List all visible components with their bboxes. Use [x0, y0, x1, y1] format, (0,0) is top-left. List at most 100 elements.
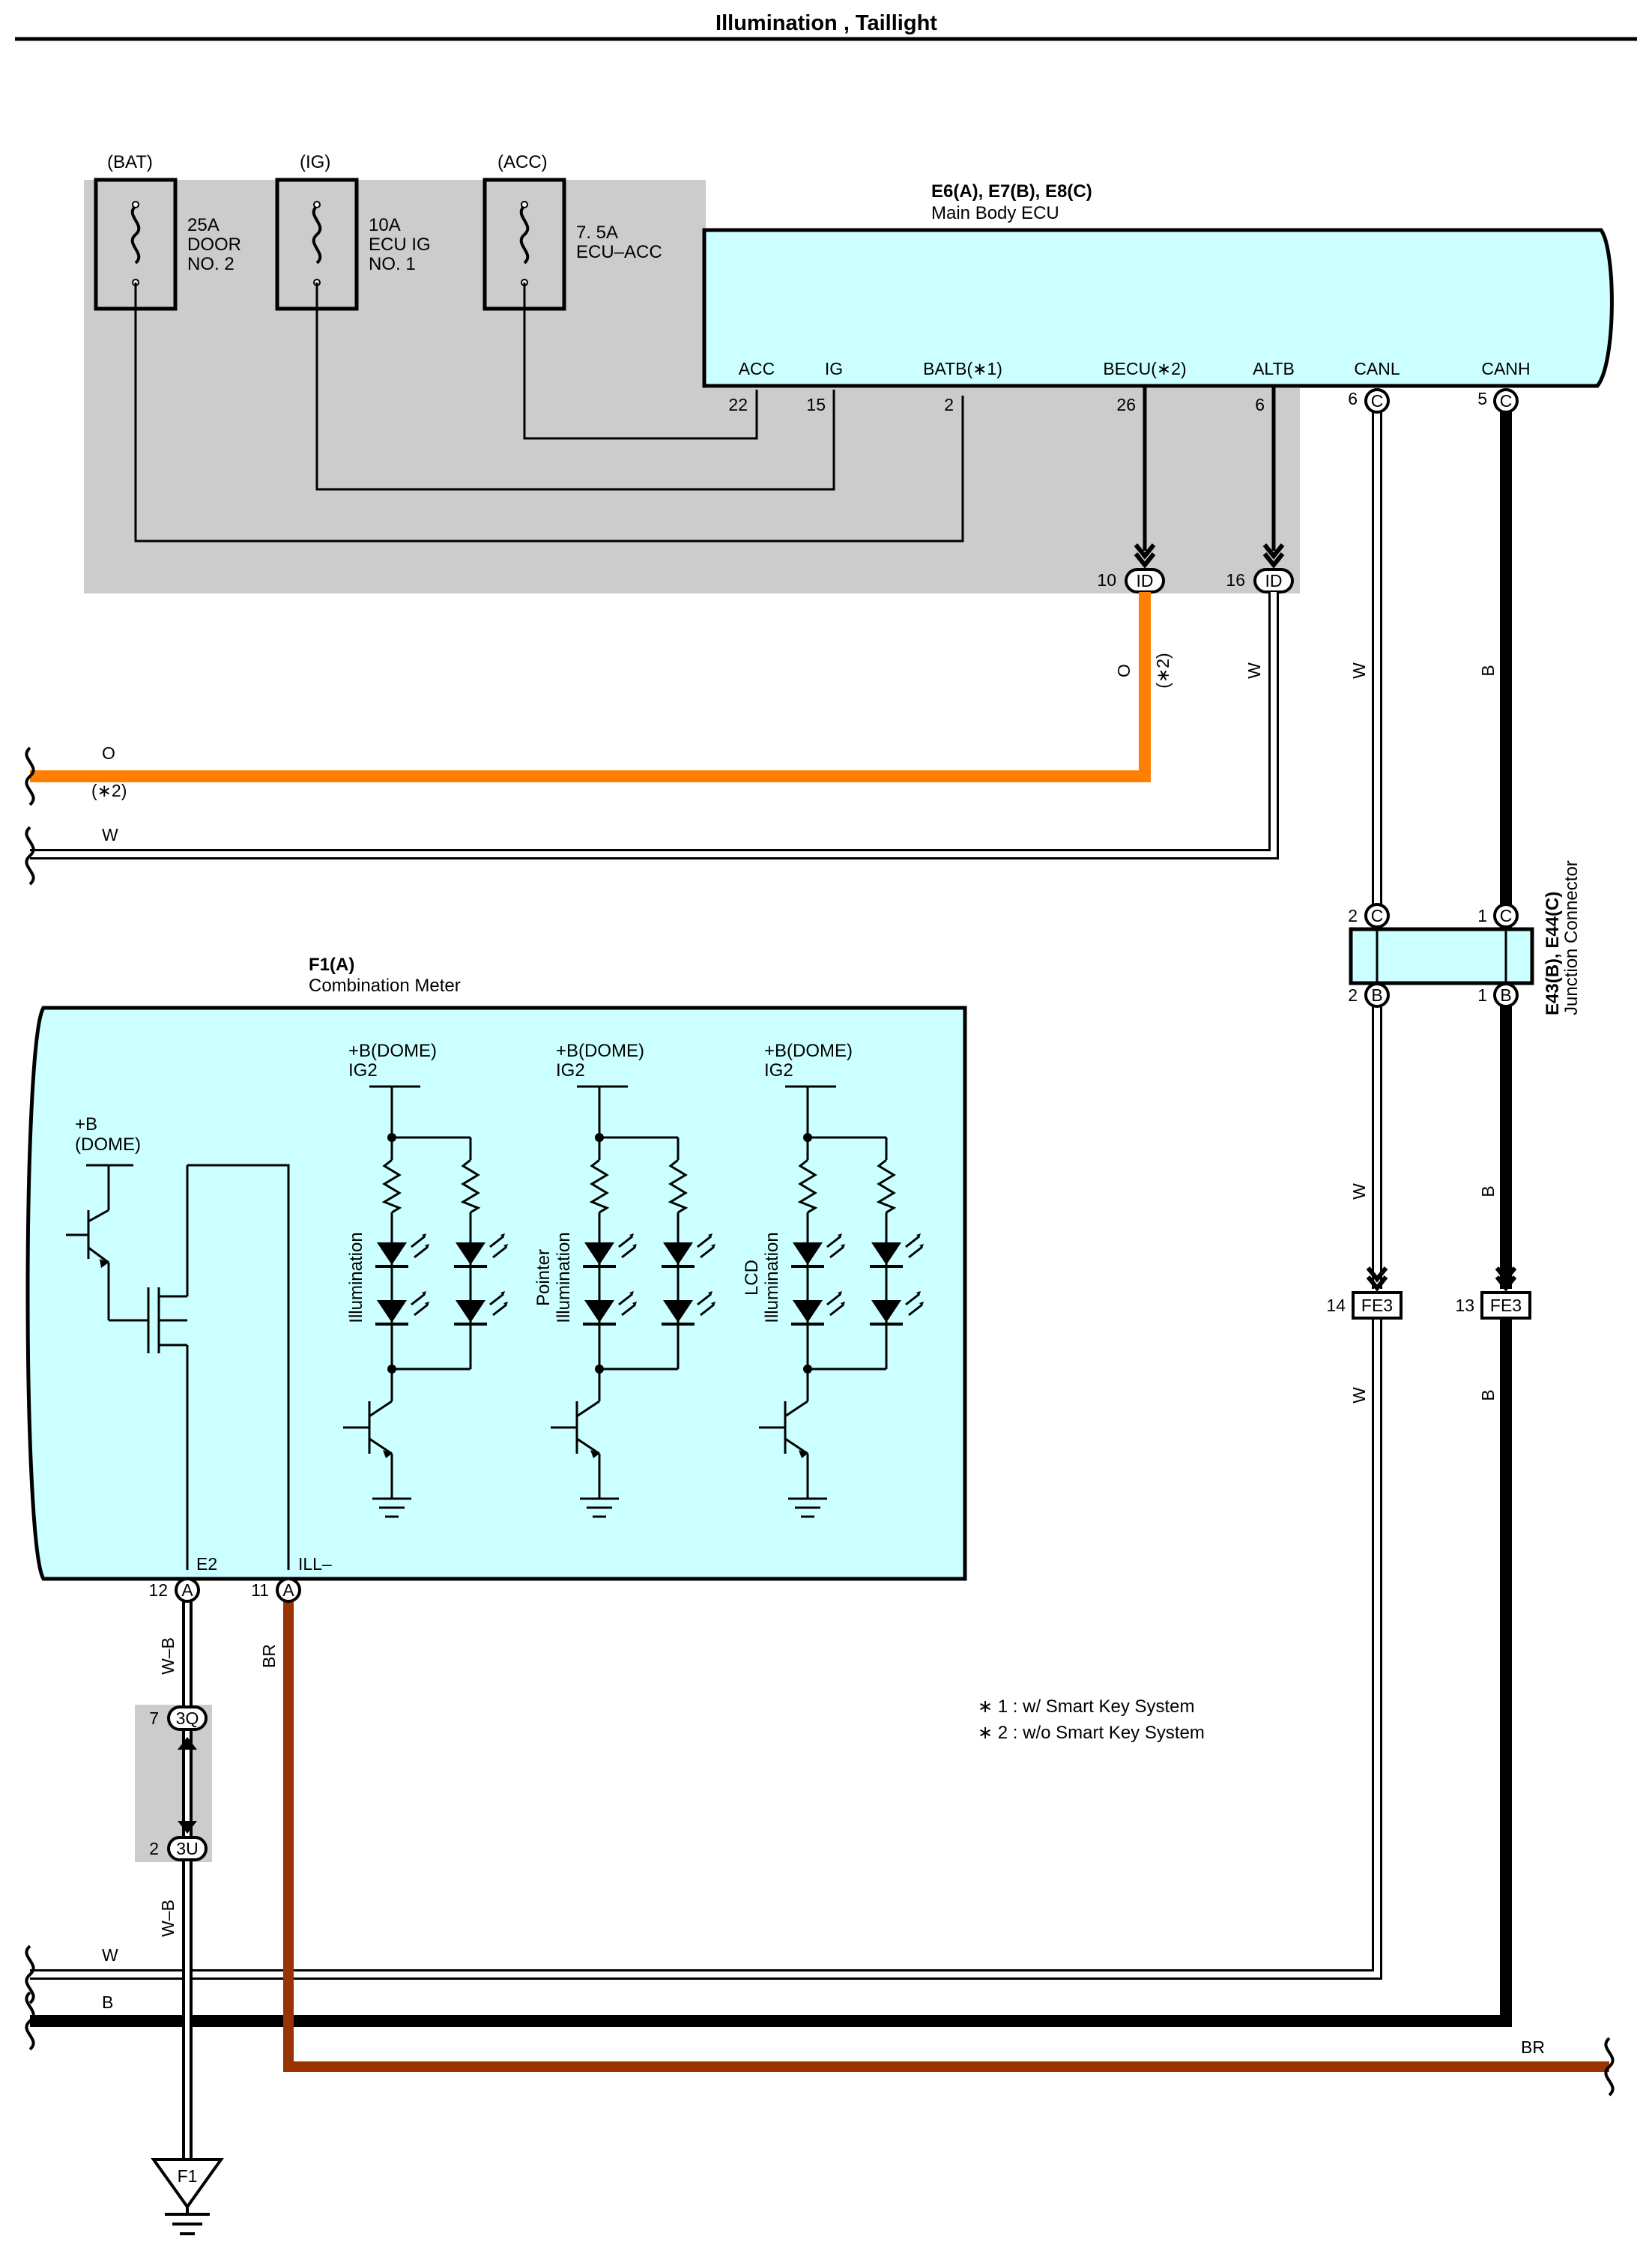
light-ray-icon [489, 1235, 507, 1259]
resistor-icon [876, 1158, 897, 1214]
ecu-pin-num: 6 [1255, 395, 1265, 414]
led-icon [584, 1242, 614, 1265]
bat-wire [134, 282, 964, 543]
led-icon [871, 1300, 901, 1323]
ecu-pin-num: 5 [1477, 389, 1487, 408]
fuse-terminal [132, 201, 139, 208]
fuse-name-2: NO. 1 [369, 254, 416, 274]
ecu-conn-letter: C [1500, 391, 1513, 411]
ecu-pin-label-becu: BECU(∗2) [1103, 359, 1186, 378]
orange-left-note: (∗2) [91, 781, 127, 800]
fuse-acc: (ACC) 7. 5A ECU–ACC [482, 152, 662, 311]
ecu-pin-label-batb: BATB(∗1) [923, 359, 1002, 378]
dome-transistor-icon [66, 1164, 290, 1570]
light-ray-icon [411, 1235, 429, 1259]
note-2: ∗ 2 : w/o Smart Key System [978, 1723, 1205, 1743]
junction-pin-num: 2 [1348, 985, 1358, 1005]
junction-pin-num: 1 [1477, 906, 1487, 925]
led-icon [456, 1242, 485, 1265]
resistor-icon [381, 1158, 402, 1214]
orange-wire [30, 592, 1151, 782]
circuit-line [784, 1400, 808, 1418]
light-ray-icon [826, 1293, 844, 1317]
light-ray-icon [411, 1293, 429, 1317]
wire-break-icon [25, 1945, 35, 2004]
led-icon [871, 1242, 901, 1265]
resistor-icon [460, 1158, 481, 1214]
junction-dot [595, 1133, 604, 1142]
transistor-arrow-icon [590, 1450, 599, 1458]
bottom-b-label: B [102, 1992, 113, 2012]
light-ray-head-icon [708, 1233, 715, 1248]
meter-pin-ill [276, 1577, 301, 1603]
canl-color-label: W [1349, 662, 1369, 679]
fuse-name: ECU IG [369, 235, 431, 255]
junction-pin-c [1364, 903, 1390, 928]
led-icon [584, 1300, 614, 1323]
led-icon [793, 1300, 823, 1323]
ground-label: F1 [178, 2166, 198, 2186]
supply-label: +B(DOME) [764, 1041, 853, 1061]
connector-3u [167, 1836, 208, 1861]
fuse-rating: 10A [369, 215, 401, 235]
light-ray-icon [905, 1235, 923, 1259]
group-name: Pointer [533, 1249, 554, 1306]
group-name: Illumination [762, 1232, 782, 1323]
light-ray-icon [618, 1293, 636, 1317]
connector-3q-num: 7 [149, 1708, 159, 1728]
connector-shade [135, 1705, 212, 1862]
orange-wire-color: O [1114, 664, 1134, 677]
ecu-code: E6(A), E7(B), E8(C) [931, 181, 1092, 202]
transistor-arrow-icon [100, 1259, 109, 1268]
circuit-line [369, 1400, 393, 1418]
fuse-wires [134, 282, 964, 543]
wb-color-label: W–B [158, 1637, 178, 1675]
supply-label-2: IG2 [348, 1060, 378, 1081]
connector-3u-num: 2 [149, 1839, 159, 1858]
fuse-terminal [313, 201, 321, 208]
main-body-ecu [702, 228, 1614, 388]
junction-pin-num: 2 [1348, 906, 1358, 925]
connector-3q [167, 1705, 208, 1731]
orange-left-label: O [102, 743, 115, 763]
canh-color-label: B [1478, 1389, 1498, 1401]
wire-break-icon [25, 746, 35, 806]
canl-wire-lower-fill [30, 1319, 1380, 1977]
note-1: ∗ 1 : w/ Smart Key System [978, 1696, 1195, 1717]
junction-pin-letter: B [1500, 985, 1511, 1005]
fuse-name-2: NO. 2 [187, 254, 235, 274]
ecu-pin-num: 2 [944, 395, 954, 414]
canh-color-label: B [1478, 1185, 1498, 1197]
br-wire [283, 1590, 1609, 2072]
becu-arrow-icon [1134, 543, 1156, 569]
light-ray-head-icon [629, 1291, 637, 1306]
light-ray-icon [697, 1235, 715, 1259]
meter-pin-num: 11 [251, 1580, 269, 1600]
fuse-icon [130, 205, 141, 265]
ground-icon [165, 2207, 210, 2235]
meter-name: Combination Meter [309, 976, 461, 996]
circuit-line [576, 1400, 600, 1418]
orange-wire-note: (∗2) [1153, 653, 1173, 688]
led-icon [456, 1300, 485, 1323]
junction-dot [803, 1133, 812, 1142]
junction-pin-num: 1 [1477, 985, 1487, 1005]
id-connector-num: 16 [1226, 570, 1245, 590]
junction-name: Junction Connector [1561, 860, 1582, 1015]
bottom-w-label: W [102, 1945, 118, 1965]
fuse-name: ECU–ACC [576, 242, 662, 262]
white-wire-altb-fill [30, 592, 1277, 857]
ecu-name: Main Body ECU [931, 203, 1059, 223]
dome-label-2: (DOME) [75, 1134, 141, 1155]
canl-color-label: W [1349, 1387, 1369, 1404]
id-connector-label: ID [1265, 571, 1283, 590]
circuit-line [784, 1437, 808, 1455]
white-left-label: W [102, 825, 118, 844]
fe3-num: 14 [1326, 1296, 1346, 1315]
fe3-arrow-icon [1366, 1266, 1388, 1292]
wire-break-icon [25, 826, 35, 886]
ecu-pin-num: 6 [1348, 389, 1358, 408]
ecu-pin-label-altb: ALTB [1253, 359, 1295, 378]
